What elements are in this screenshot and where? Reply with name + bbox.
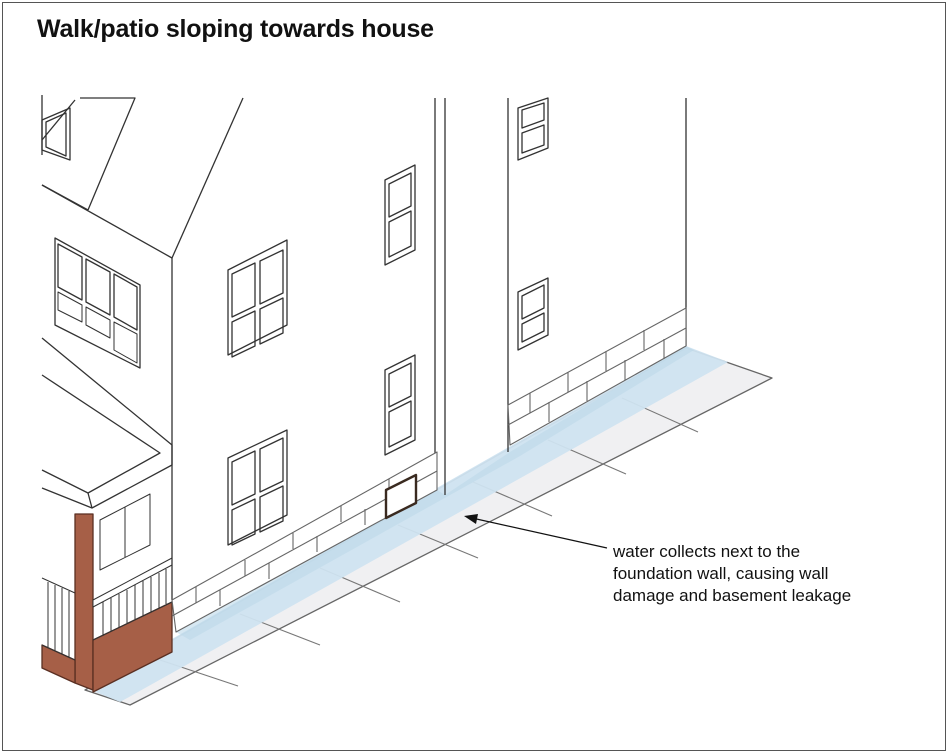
- callout-line: water collects next to the: [613, 542, 801, 561]
- water-at-wall: [176, 346, 694, 640]
- main-facade: [171, 97, 687, 600]
- callout-line: foundation wall, causing wall: [613, 564, 829, 583]
- diagram-title: Walk/patio sloping towards house: [37, 15, 434, 43]
- porch-brick: [41, 513, 173, 693]
- left-wing: [41, 95, 173, 369]
- callout-arrow: [464, 514, 608, 549]
- callout-line: damage and basement leakage: [613, 586, 852, 605]
- main-facade-windows: [227, 164, 416, 546]
- porch-roof: [41, 337, 173, 509]
- right-wing-windows: [517, 97, 549, 351]
- foundation-main: [171, 451, 438, 633]
- foundation-right: [507, 307, 687, 446]
- basement-window: [384, 473, 418, 520]
- water-callout: water collects next to the foundation wa…: [613, 541, 933, 607]
- pooled-water: [86, 346, 728, 702]
- porch-railing: [41, 493, 173, 661]
